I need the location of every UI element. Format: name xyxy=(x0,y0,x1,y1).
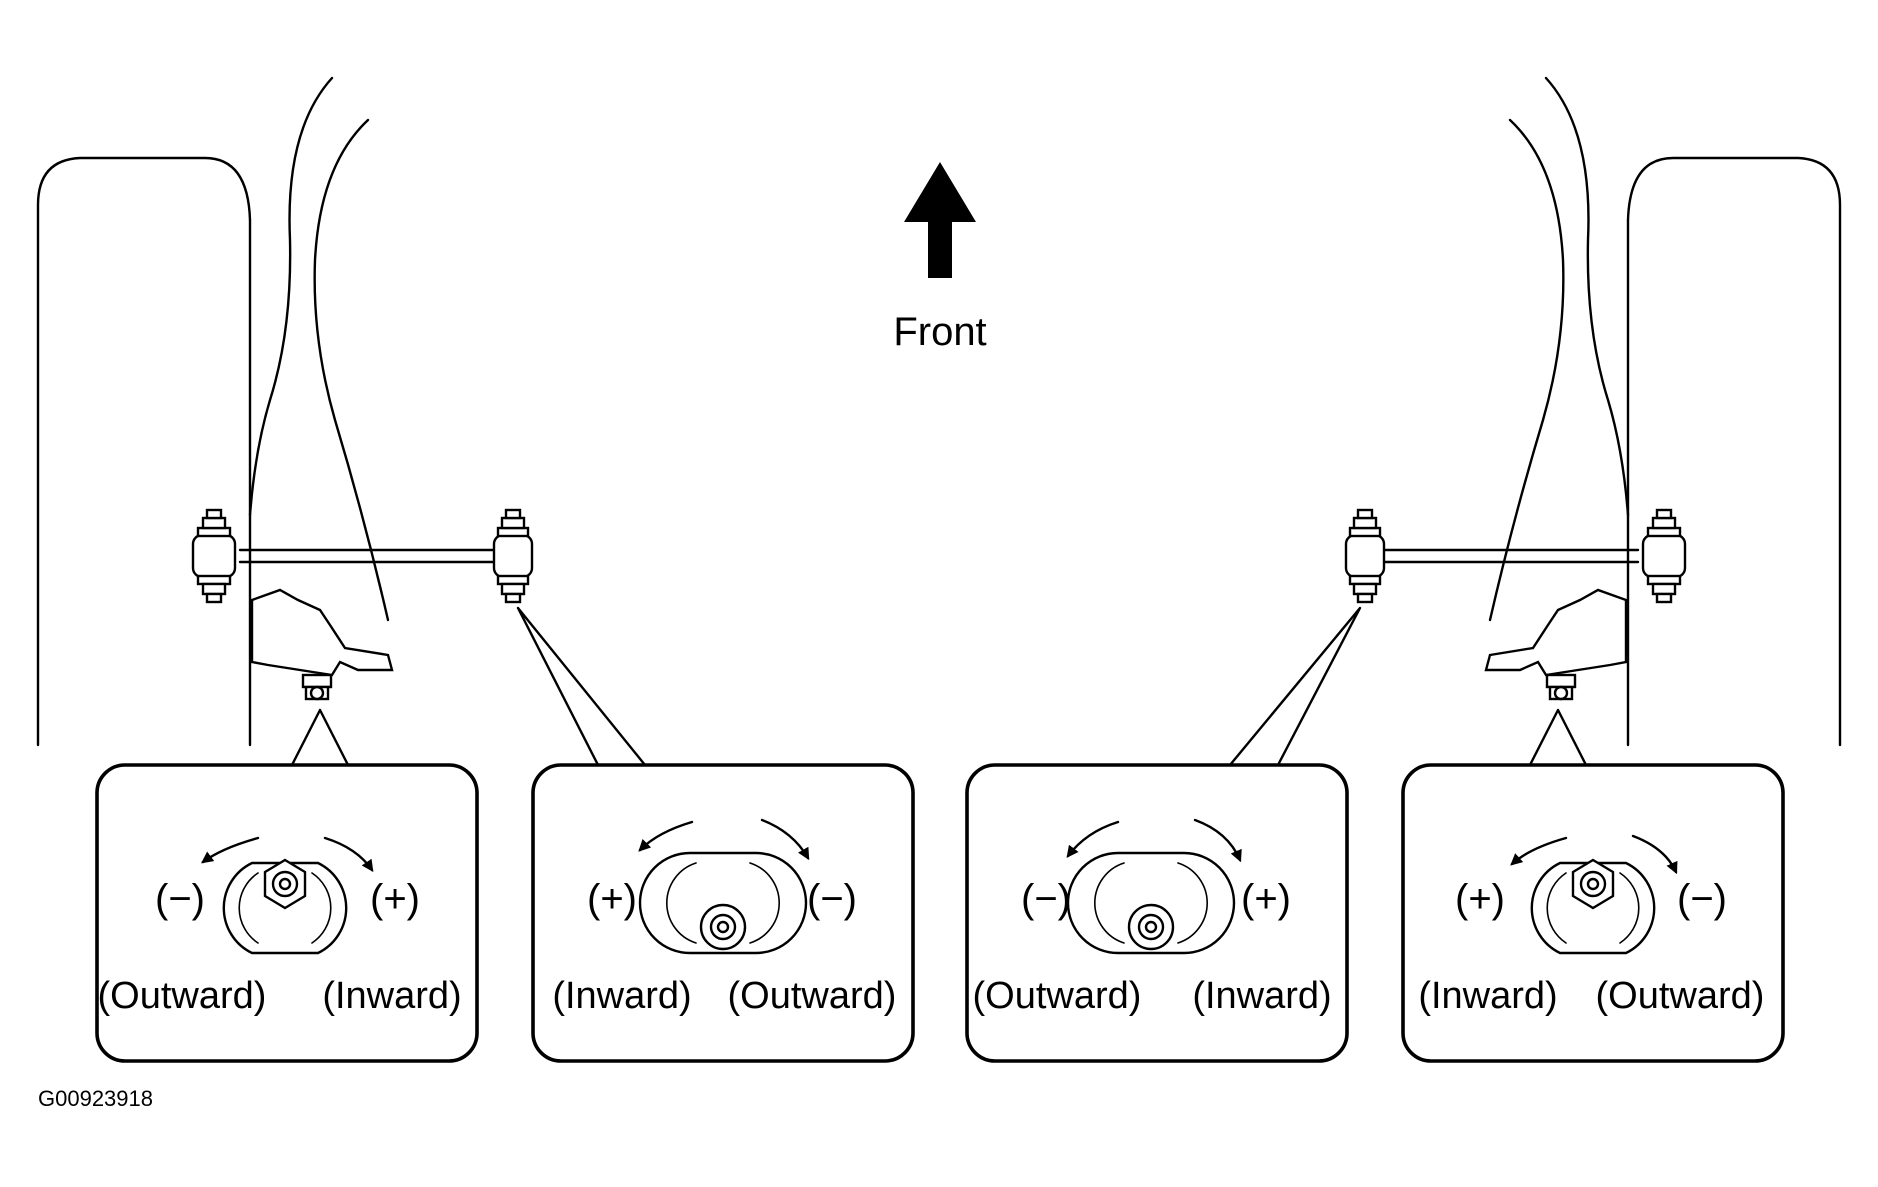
rotate-right-arrow-icon xyxy=(760,818,810,861)
rotate-left-arrow-icon xyxy=(638,820,694,852)
adjustment-panel-1: (−) (+) (Outward) (Inward) xyxy=(95,763,479,1063)
right-direction: (Outward) xyxy=(1596,975,1765,1017)
front-label: Front xyxy=(893,310,986,354)
front-arrow-icon xyxy=(904,162,976,278)
right-wheel xyxy=(1626,156,1842,747)
cam-plate xyxy=(1066,851,1236,955)
adjustment-panel-4: (+) (−) (Inward) (Outward) xyxy=(1401,763,1785,1063)
callout-leader-2 xyxy=(516,606,647,767)
right-sign: (+) xyxy=(1241,877,1291,921)
right-toe-cam-bolt xyxy=(1545,673,1577,701)
left-sign: (+) xyxy=(587,877,637,921)
right-sign: (−) xyxy=(807,877,857,921)
right-direction: (Inward) xyxy=(322,975,461,1017)
left-wheel xyxy=(36,156,252,747)
figure-code: G00923918 xyxy=(38,1086,153,1111)
left-sign: (−) xyxy=(1021,877,1071,921)
rotate-left-arrow-icon xyxy=(1510,836,1568,866)
left-lateral-link xyxy=(238,548,502,564)
left-inner-cam-bolt xyxy=(492,508,534,604)
rotate-right-arrow-icon xyxy=(1631,834,1678,875)
adjustment-panel-3: (−) (+) (Outward) (Inward) xyxy=(965,763,1349,1063)
left-knuckle xyxy=(250,588,394,677)
left-suspension-arm xyxy=(248,76,390,622)
right-suspension-arm xyxy=(1488,76,1630,622)
left-outer-bushing xyxy=(191,508,237,604)
right-sign: (+) xyxy=(370,877,420,921)
hex-nut-icon xyxy=(699,903,747,951)
right-direction: (Outward) xyxy=(728,975,897,1017)
left-sign: (+) xyxy=(1455,877,1505,921)
left-direction: (Inward) xyxy=(1418,975,1557,1017)
left-direction: (Outward) xyxy=(973,975,1142,1017)
right-outer-bushing xyxy=(1641,508,1687,604)
hex-nut-icon xyxy=(263,858,307,910)
hex-nut-icon xyxy=(1127,903,1175,951)
cam-plate xyxy=(638,851,808,955)
callout-leader-4 xyxy=(1528,708,1588,767)
left-sign: (−) xyxy=(155,877,205,921)
hex-nut-icon xyxy=(1571,858,1615,910)
callout-leader-3 xyxy=(1228,606,1362,767)
right-inner-cam-bolt xyxy=(1344,508,1386,604)
right-lateral-link xyxy=(1376,548,1640,564)
rotate-left-arrow-icon xyxy=(201,836,260,864)
left-direction: (Inward) xyxy=(552,975,691,1017)
left-toe-cam-bolt xyxy=(301,673,333,701)
right-direction: (Inward) xyxy=(1192,975,1331,1017)
right-knuckle xyxy=(1484,588,1628,677)
callout-leader-1 xyxy=(290,708,350,767)
left-direction: (Outward) xyxy=(98,975,267,1017)
adjustment-panel-2: (+) (−) (Inward) (Outward) xyxy=(531,763,915,1063)
rotate-right-arrow-icon xyxy=(323,836,374,872)
rotate-right-arrow-icon xyxy=(1193,818,1242,863)
right-sign: (−) xyxy=(1677,877,1727,921)
rotate-left-arrow-icon xyxy=(1066,820,1120,858)
